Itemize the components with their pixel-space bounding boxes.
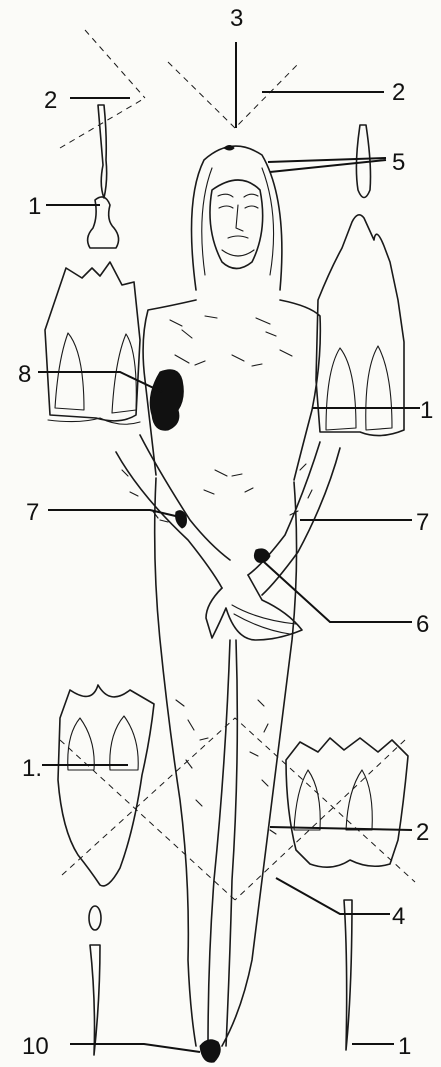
head [192,146,282,291]
arms [116,435,340,595]
label-2-left: 2 [44,87,57,114]
upper-right-patches [316,125,404,436]
label-10: 10 [22,1033,49,1060]
label-2-lower-right: 2 [416,819,429,846]
label-4: 4 [392,903,405,930]
legs [155,478,297,1062]
label-1-lower-left: 1. [22,755,42,782]
label-1-bottom-right: 1 [398,1033,411,1060]
label-3-top: 3 [230,5,243,32]
leader-lines [38,42,420,1052]
label-1-right-patch: 1 [420,397,433,424]
lower-left-patches [58,685,154,1055]
label-6: 6 [416,611,429,638]
foot-blot [200,1040,220,1062]
label-7-left: 7 [26,499,39,526]
label-8: 8 [18,361,31,388]
label-5: 5 [392,149,405,176]
hands [206,549,302,640]
wrist-wound-blot [254,549,270,563]
number-labels: 3 2 2 5 1 8 1 7 7 6 1. 2 4 10 1 [18,5,433,1060]
upper-left-patches [45,105,140,424]
label-2-right: 2 [392,79,405,106]
label-7-right: 7 [416,509,429,536]
side-wound-blot [150,370,183,430]
label-1-upper-left: 1 [28,193,41,220]
